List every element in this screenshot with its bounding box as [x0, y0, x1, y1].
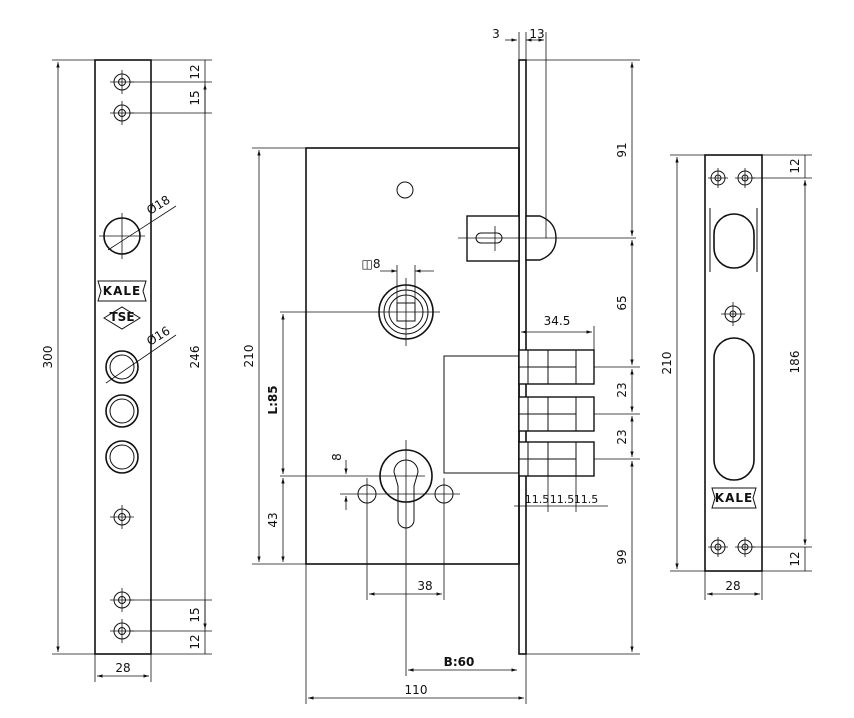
dim-cylinder-height: 8	[330, 453, 344, 461]
dim-bottom-offset-2: 12	[188, 634, 202, 649]
faceplate-outline	[94, 59, 152, 655]
mounting-hole	[396, 181, 414, 199]
screw-hole	[735, 168, 755, 188]
brand-logo: KALE	[97, 280, 147, 302]
dim-99: 99	[615, 549, 629, 564]
dim-strike-top-offset: 12	[788, 158, 802, 173]
dim-bolt-gap: 11.5	[525, 493, 550, 506]
screw-hole	[110, 505, 134, 529]
dim-spindle: ◫8	[362, 257, 381, 271]
dim-strike-inner: 186	[788, 351, 802, 374]
dim-plate-width: 28	[115, 661, 130, 675]
bolt-housing	[443, 355, 520, 474]
dim-faceplate-offset: 3	[492, 27, 500, 41]
dim-bolt-gap: 11.5	[550, 493, 575, 506]
dim-23-b: 23	[615, 429, 629, 444]
dim-cylinder-width: 38	[417, 579, 432, 593]
dim-case-height: 210	[242, 345, 256, 368]
strike-plate: KALE 210 186 12 12 28	[660, 154, 812, 600]
bolt-hole	[105, 334, 177, 384]
dim-body-width: 110	[405, 683, 428, 697]
dim-bolt-throw: 34.5	[544, 314, 571, 328]
certification-logo: TSE	[103, 306, 141, 330]
dim-cylinder-offset: 43	[266, 512, 280, 527]
hole-small-diameter: Ø16	[144, 324, 172, 349]
dim-top-offset-1: 12	[188, 64, 202, 79]
deadbolt	[518, 441, 595, 477]
bolt-hole	[105, 440, 139, 474]
dim-overall-height: 300	[41, 346, 55, 369]
latch	[458, 215, 636, 262]
latch-hole	[99, 205, 177, 259]
hole-large-diameter: Ø18	[144, 193, 172, 218]
deadbolt	[518, 349, 595, 385]
brand-logo-text: KALE	[715, 491, 753, 505]
dim-distance: L:85	[266, 385, 280, 414]
left-faceplate: Ø18 KALE TSE Ø16	[41, 59, 212, 682]
dim-23-a: 23	[615, 382, 629, 397]
dim-faceplate-width: 13	[529, 27, 544, 41]
latch-opening	[709, 208, 758, 272]
brand-logo: KALE	[711, 487, 757, 509]
dim-91: 91	[615, 142, 629, 157]
dim-bottom-offset-1: 15	[188, 607, 202, 622]
dim-strike-bottom-offset: 12	[788, 551, 802, 566]
spindle-hub	[280, 265, 440, 346]
dim-strike-width: 28	[725, 579, 740, 593]
dim-backset: B:60	[444, 655, 475, 669]
dim-top-offset-2: 15	[188, 90, 202, 105]
screw-hole	[721, 302, 745, 326]
screw-hole	[708, 537, 728, 557]
cylinder-cutout	[280, 440, 460, 676]
bolt-slot	[713, 337, 755, 481]
deadbolt	[518, 396, 595, 432]
strike-outline	[704, 154, 763, 572]
bolt-hole	[105, 394, 139, 428]
lock-body: ◫8	[242, 27, 640, 704]
dim-strike-height: 210	[660, 352, 674, 375]
certification-logo-text: TSE	[109, 310, 134, 324]
dim-inner-height: 246	[188, 346, 202, 369]
brand-logo-text: KALE	[103, 284, 141, 298]
dim-65: 65	[615, 295, 629, 310]
screw-hole	[708, 168, 728, 188]
dim-bolt-gap: 11.5	[574, 493, 599, 506]
